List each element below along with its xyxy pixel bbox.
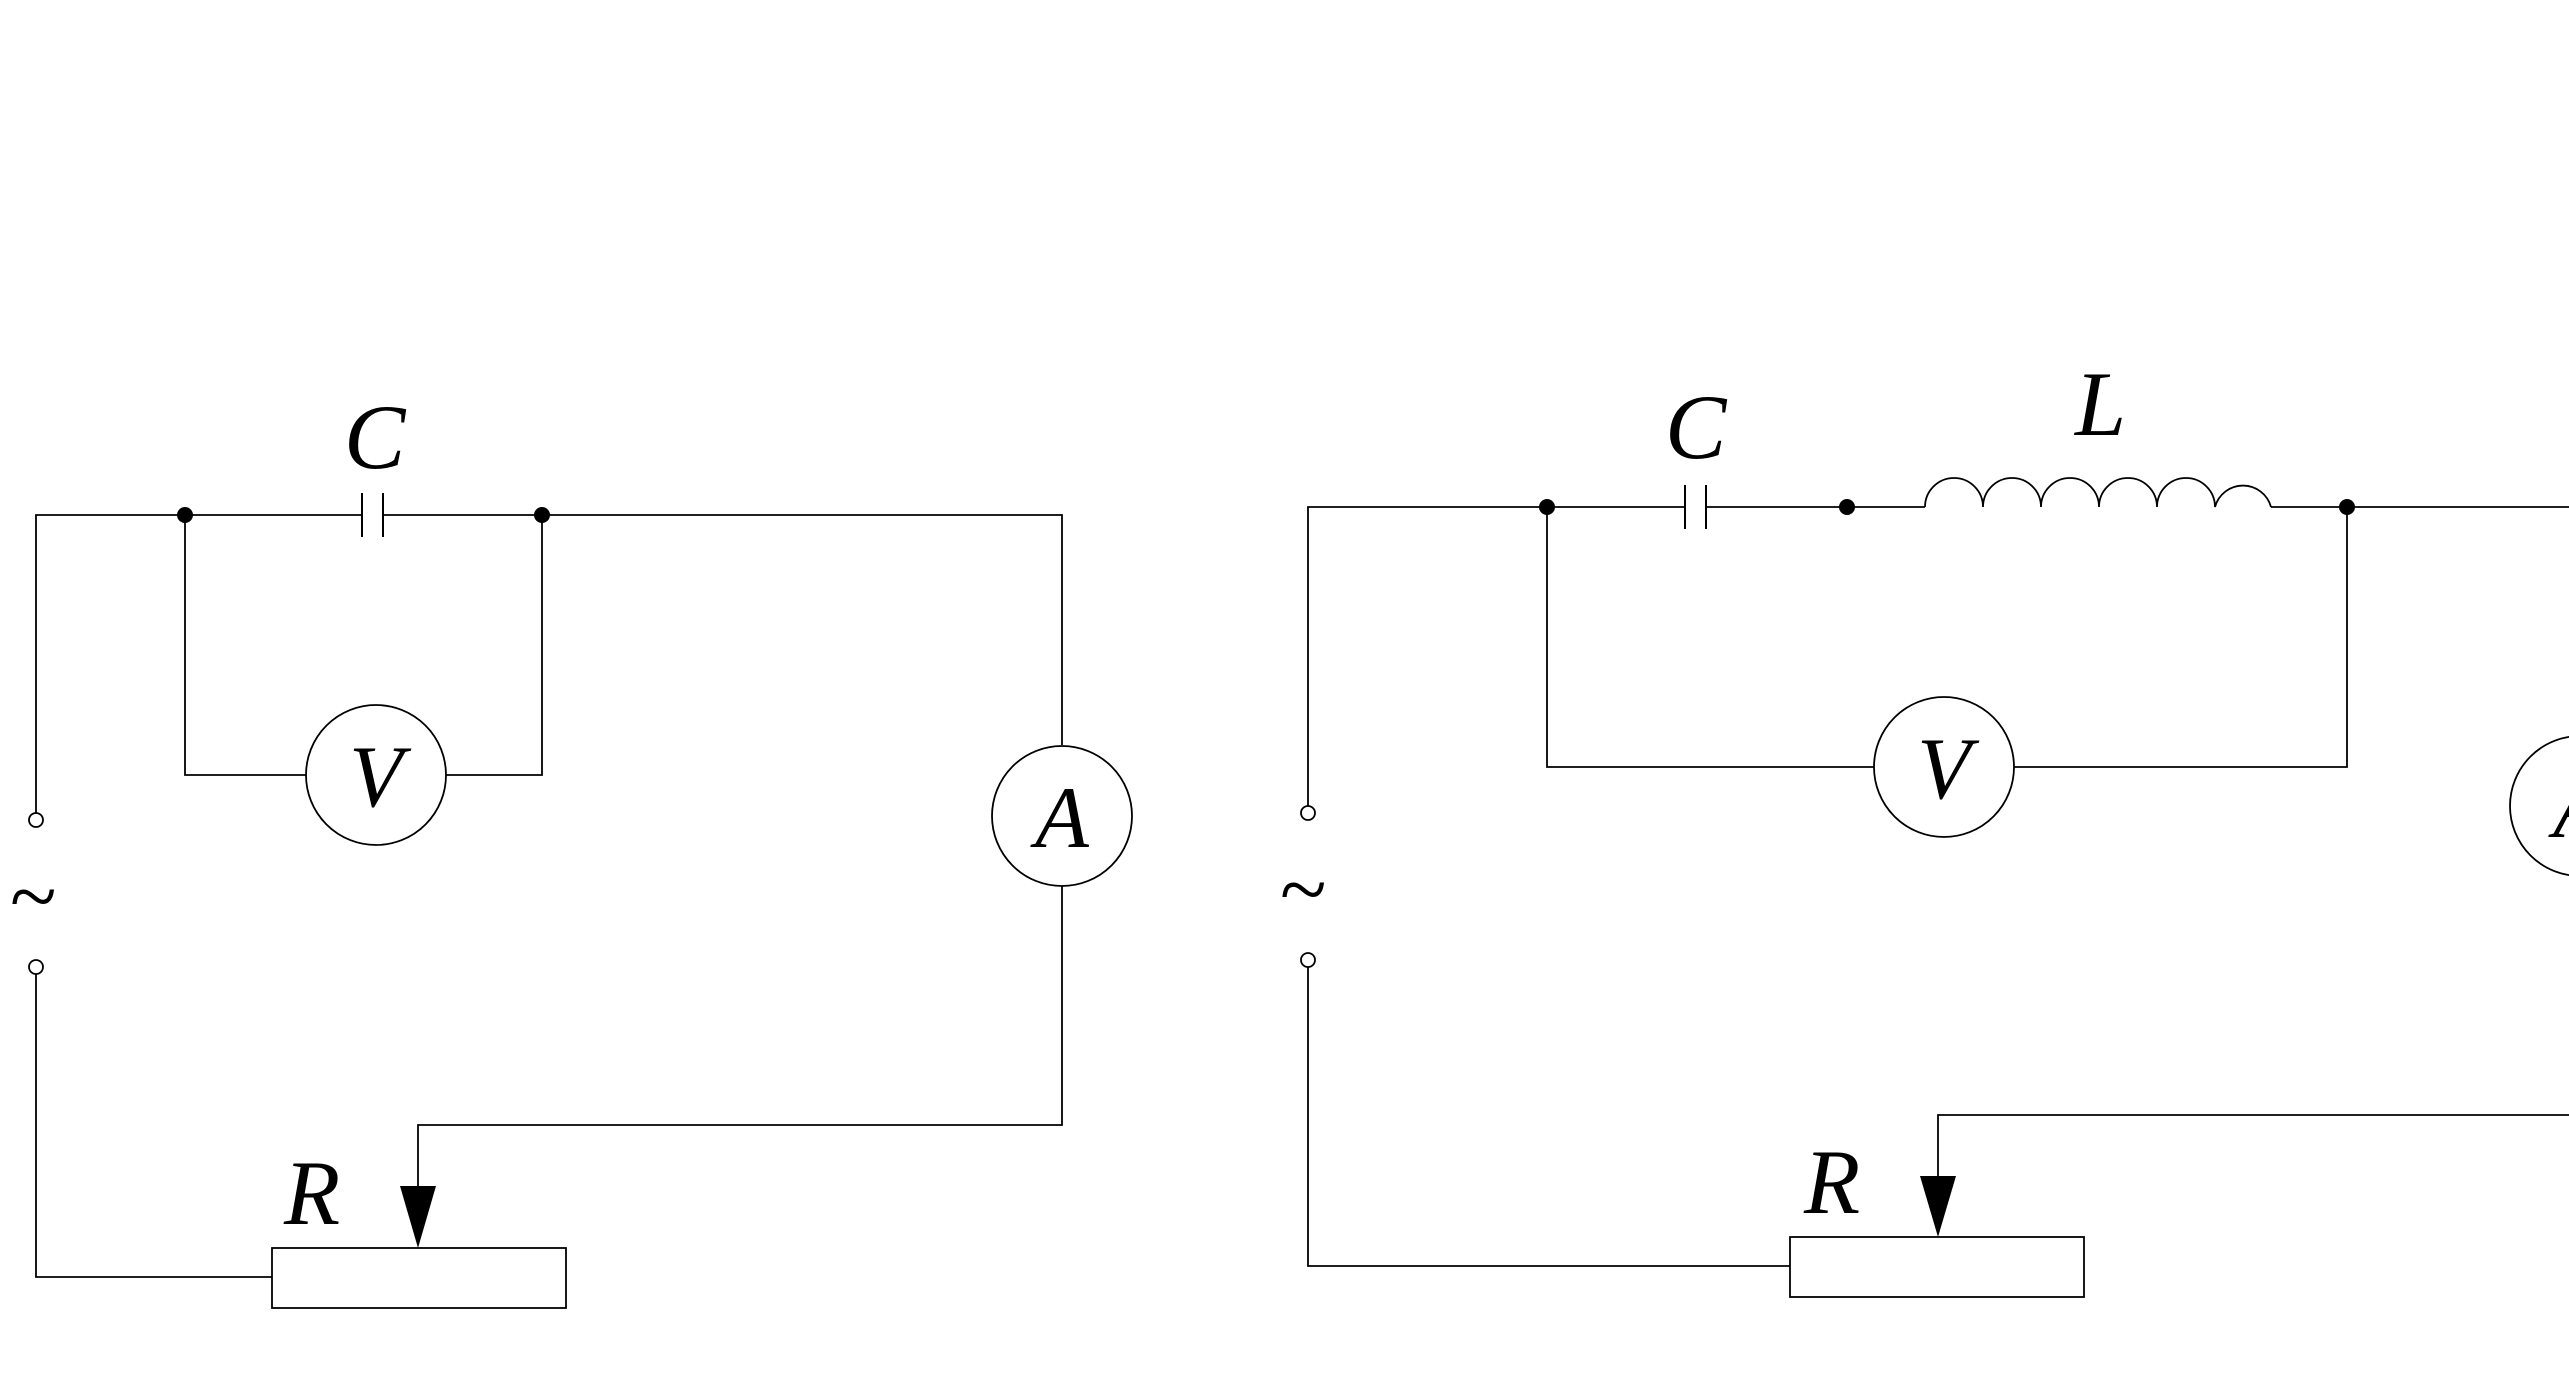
wire-right-1	[417, 886, 1063, 1195]
inductor-2: L	[1924, 353, 2272, 508]
slider-arrow	[400, 1186, 436, 1248]
capacitor-label: C	[1665, 376, 1728, 478]
wire-right-2	[1937, 1114, 2569, 1185]
ammeter-1: A	[991, 745, 1133, 887]
voltmeter-label: V	[349, 729, 412, 826]
voltmeter-branch-2	[1546, 507, 2348, 768]
voltmeter-label: V	[1917, 721, 1980, 818]
wire-bottom-2	[1307, 967, 1790, 1267]
ac-source-symbol: ~	[10, 848, 57, 944]
wire-bottom-1	[35, 974, 272, 1278]
rheostat-1: R	[271, 1142, 567, 1309]
wire-top-1	[35, 514, 1063, 813]
circuit-2: ~ C L V A	[1280, 353, 2569, 1298]
ammeter-label: A	[1030, 770, 1090, 867]
ac-source-1: ~	[10, 812, 57, 975]
junction-dot	[1839, 499, 1855, 515]
voltmeter-2: V	[1873, 696, 2015, 838]
ac-source-symbol: ~	[1280, 841, 1327, 937]
circuit-1: ~ C V A R	[10, 386, 1133, 1309]
ammeter-label: A	[2548, 760, 2569, 857]
voltmeter-branch-1	[184, 515, 543, 776]
rheostat-label: R	[1803, 1131, 1860, 1233]
wire-top-2	[1307, 506, 1925, 806]
slider-arrow	[1920, 1176, 1956, 1237]
rheostat-label: R	[283, 1142, 340, 1244]
capacitor-2: C	[1665, 376, 1728, 529]
rheostat-2: R	[1789, 1131, 2085, 1298]
capacitor-label: C	[344, 386, 407, 488]
inductor-label: L	[2073, 353, 2126, 455]
voltmeter-1: V	[305, 704, 447, 846]
ac-source-2: ~	[1280, 805, 1327, 968]
capacitor-1: C	[344, 386, 407, 537]
ammeter-2: A	[2509, 735, 2569, 877]
